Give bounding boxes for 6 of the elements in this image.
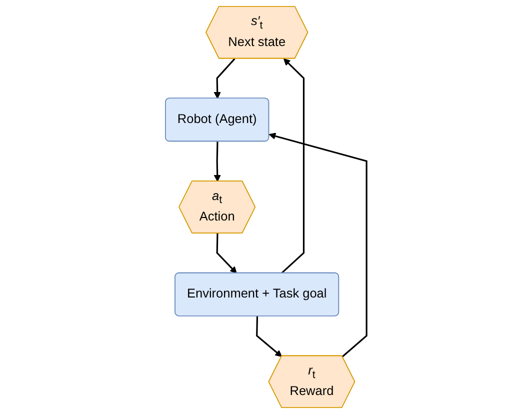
arrow	[216, 233, 237, 274]
arrow	[268, 132, 368, 358]
arrow	[281, 58, 305, 274]
arrow	[214, 142, 221, 182]
arrow	[214, 58, 236, 99]
arrow	[256, 316, 282, 357]
